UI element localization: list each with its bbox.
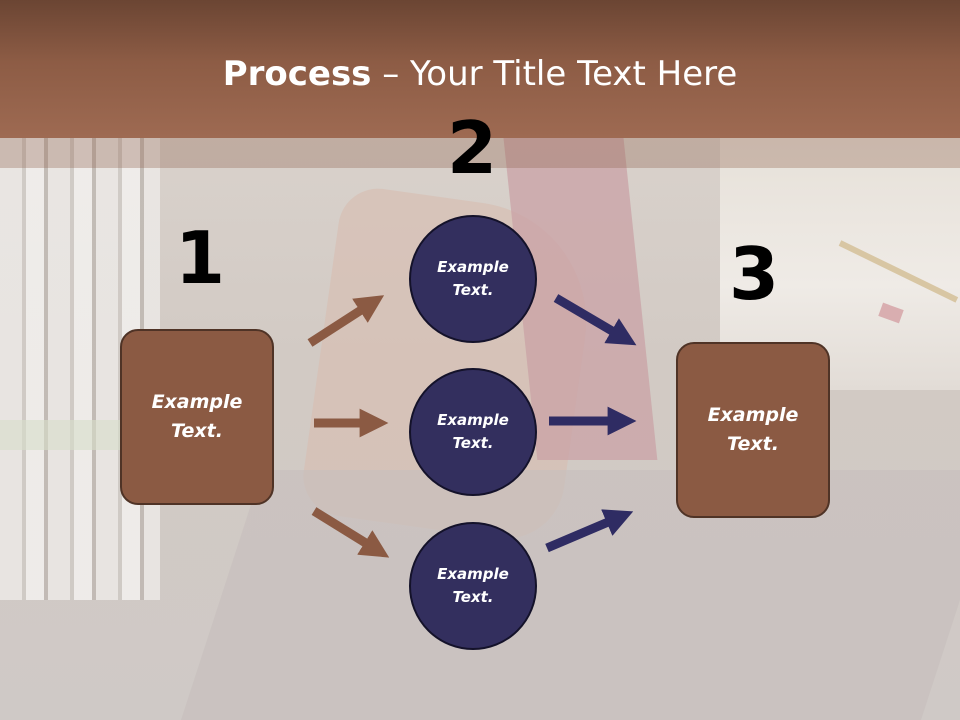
title-bar [0,0,960,138]
process-box-right-line2: Text. [727,433,779,455]
step-number-2: 2 [446,106,498,190]
arrow-left-to-top [307,295,385,347]
process-box-left-line1: Example [151,391,243,413]
process-circle-middle-line1: Example [437,411,509,429]
slide-title-strong: Process [222,54,372,94]
process-circle-middle-line2: Text. [452,434,494,452]
process-circle-bottom-line1: Example [437,565,509,583]
process-circle-top-line2: Text. [452,281,494,299]
step-number-3: 3 [728,232,780,316]
arrow-top-to-right [553,294,637,346]
process-circle-top-line1: Example [437,258,509,276]
step-number-1: 1 [174,216,226,300]
slide-title: Process – Your Title Text Here [0,52,960,96]
process-box-right-line1: Example [707,404,799,426]
slide-title-rest: – Your Title Text Here [371,54,738,94]
process-box-left-line2: Text. [171,420,223,442]
arrow-bot-to-right [545,509,634,553]
process-circle-bottom-line2: Text. [452,588,494,606]
title-bar-fade [0,138,960,168]
arrow-left-to-bot [311,507,390,558]
background-accent [0,420,140,450]
